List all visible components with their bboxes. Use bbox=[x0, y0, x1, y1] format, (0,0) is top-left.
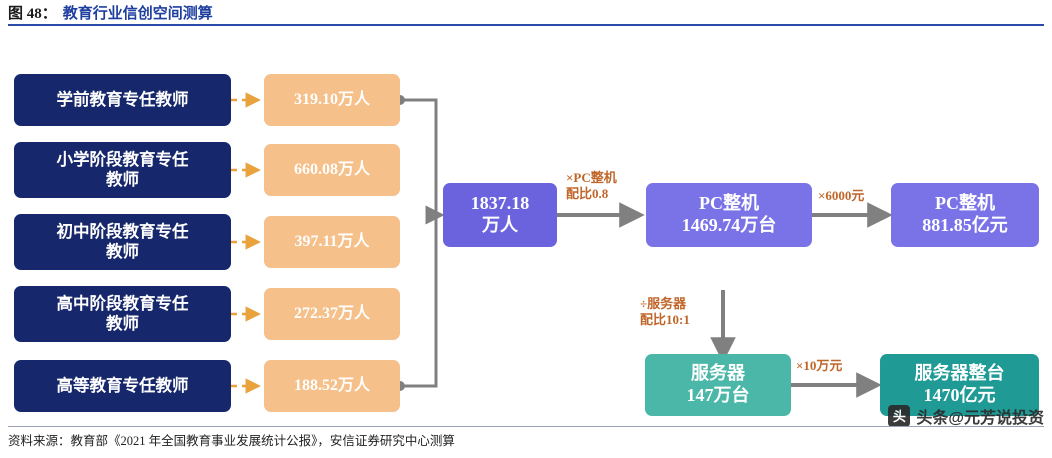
pc-ratio-label: ×PC整机 配比0.8 bbox=[566, 170, 617, 202]
teacher-count-label: 188.52万人 bbox=[293, 377, 370, 395]
watermark-text: 头条@元芳说投资 bbox=[916, 410, 1044, 427]
teacher-count-preschool: 319.10万人 bbox=[264, 74, 400, 126]
server-units-label: 服务器 147万台 bbox=[686, 363, 750, 405]
teacher-box-preschool: 学前教育专任教师 bbox=[14, 74, 231, 126]
footer-divider bbox=[8, 426, 1044, 427]
teacher-box-primary: 小学阶段教育专任 教师 bbox=[14, 142, 231, 198]
source-note: 资料来源：教育部《2021 年全国教育事业发展统计公报》，安信证券研究中心测算 bbox=[8, 434, 455, 448]
page-title: 教育行业信创空间测算 bbox=[62, 6, 213, 22]
server-price-label: ×10万元 bbox=[796, 358, 843, 373]
teacher-count-higher: 188.52万人 bbox=[264, 360, 400, 412]
teacher-box-senior: 高中阶段教育专任 教师 bbox=[14, 286, 231, 342]
teacher-count-senior: 272.37万人 bbox=[264, 288, 400, 340]
teacher-count-label: 660.08万人 bbox=[293, 161, 370, 179]
server-units-box: 服务器 147万台 bbox=[645, 354, 791, 416]
pc-value-box: PC整机 881.85亿元 bbox=[891, 183, 1039, 247]
watermark-logo-icon: 头 bbox=[888, 405, 911, 427]
figure-footer: 资料来源：教育部《2021 年全国教育事业发展统计公报》，安信证券研究中心测算 bbox=[0, 426, 1052, 452]
teacher-label: 初中阶段教育专任 教师 bbox=[56, 221, 189, 261]
pc-units-box: PC整机 1469.74万台 bbox=[646, 183, 812, 247]
teacher-label: 学前教育专任教师 bbox=[56, 89, 189, 109]
total-teachers-box: 1837.18 万人 bbox=[443, 183, 557, 247]
teacher-label: 高等教育专任教师 bbox=[56, 375, 189, 395]
teacher-count-label: 319.10万人 bbox=[293, 91, 370, 109]
figure-header: 图 48： 教育行业信创空间测算 bbox=[0, 0, 1052, 28]
server-ratio-label: ÷服务器 配比10:1 bbox=[640, 296, 690, 328]
teacher-label: 小学阶段教育专任 教师 bbox=[56, 149, 189, 189]
header-divider bbox=[8, 24, 1044, 26]
teacher-count-label: 272.37万人 bbox=[293, 305, 370, 323]
teacher-box-junior: 初中阶段教育专任 教师 bbox=[14, 214, 231, 270]
teacher-count-junior: 397.11万人 bbox=[264, 216, 400, 268]
diagram-connectors bbox=[231, 92, 893, 398]
total-teachers-label: 1837.18 万人 bbox=[470, 193, 530, 235]
figure-number: 图 48： bbox=[8, 6, 57, 22]
diagram-canvas: 学前教育专任教师 小学阶段教育专任 教师 初中阶段教育专任 教师 高中阶段教育专… bbox=[0, 28, 1052, 424]
server-value-box: 服务器整台 1470亿元 bbox=[880, 354, 1039, 416]
watermark: 头 头条@元芳说投资 bbox=[888, 404, 1044, 428]
pc-units-label: PC整机 1469.74万台 bbox=[681, 193, 777, 235]
teacher-label: 高中阶段教育专任 教师 bbox=[56, 293, 189, 333]
teacher-box-higher: 高等教育专任教师 bbox=[14, 360, 231, 412]
teacher-count-primary: 660.08万人 bbox=[264, 144, 400, 196]
teacher-count-label: 397.11万人 bbox=[294, 233, 370, 251]
figure-title-row: 图 48： 教育行业信创空间测算 bbox=[8, 2, 213, 23]
pc-value-label: PC整机 881.85亿元 bbox=[922, 193, 1008, 235]
pc-price-label: ×6000元 bbox=[818, 188, 865, 203]
server-value-label: 服务器整台 1470亿元 bbox=[914, 363, 1005, 405]
